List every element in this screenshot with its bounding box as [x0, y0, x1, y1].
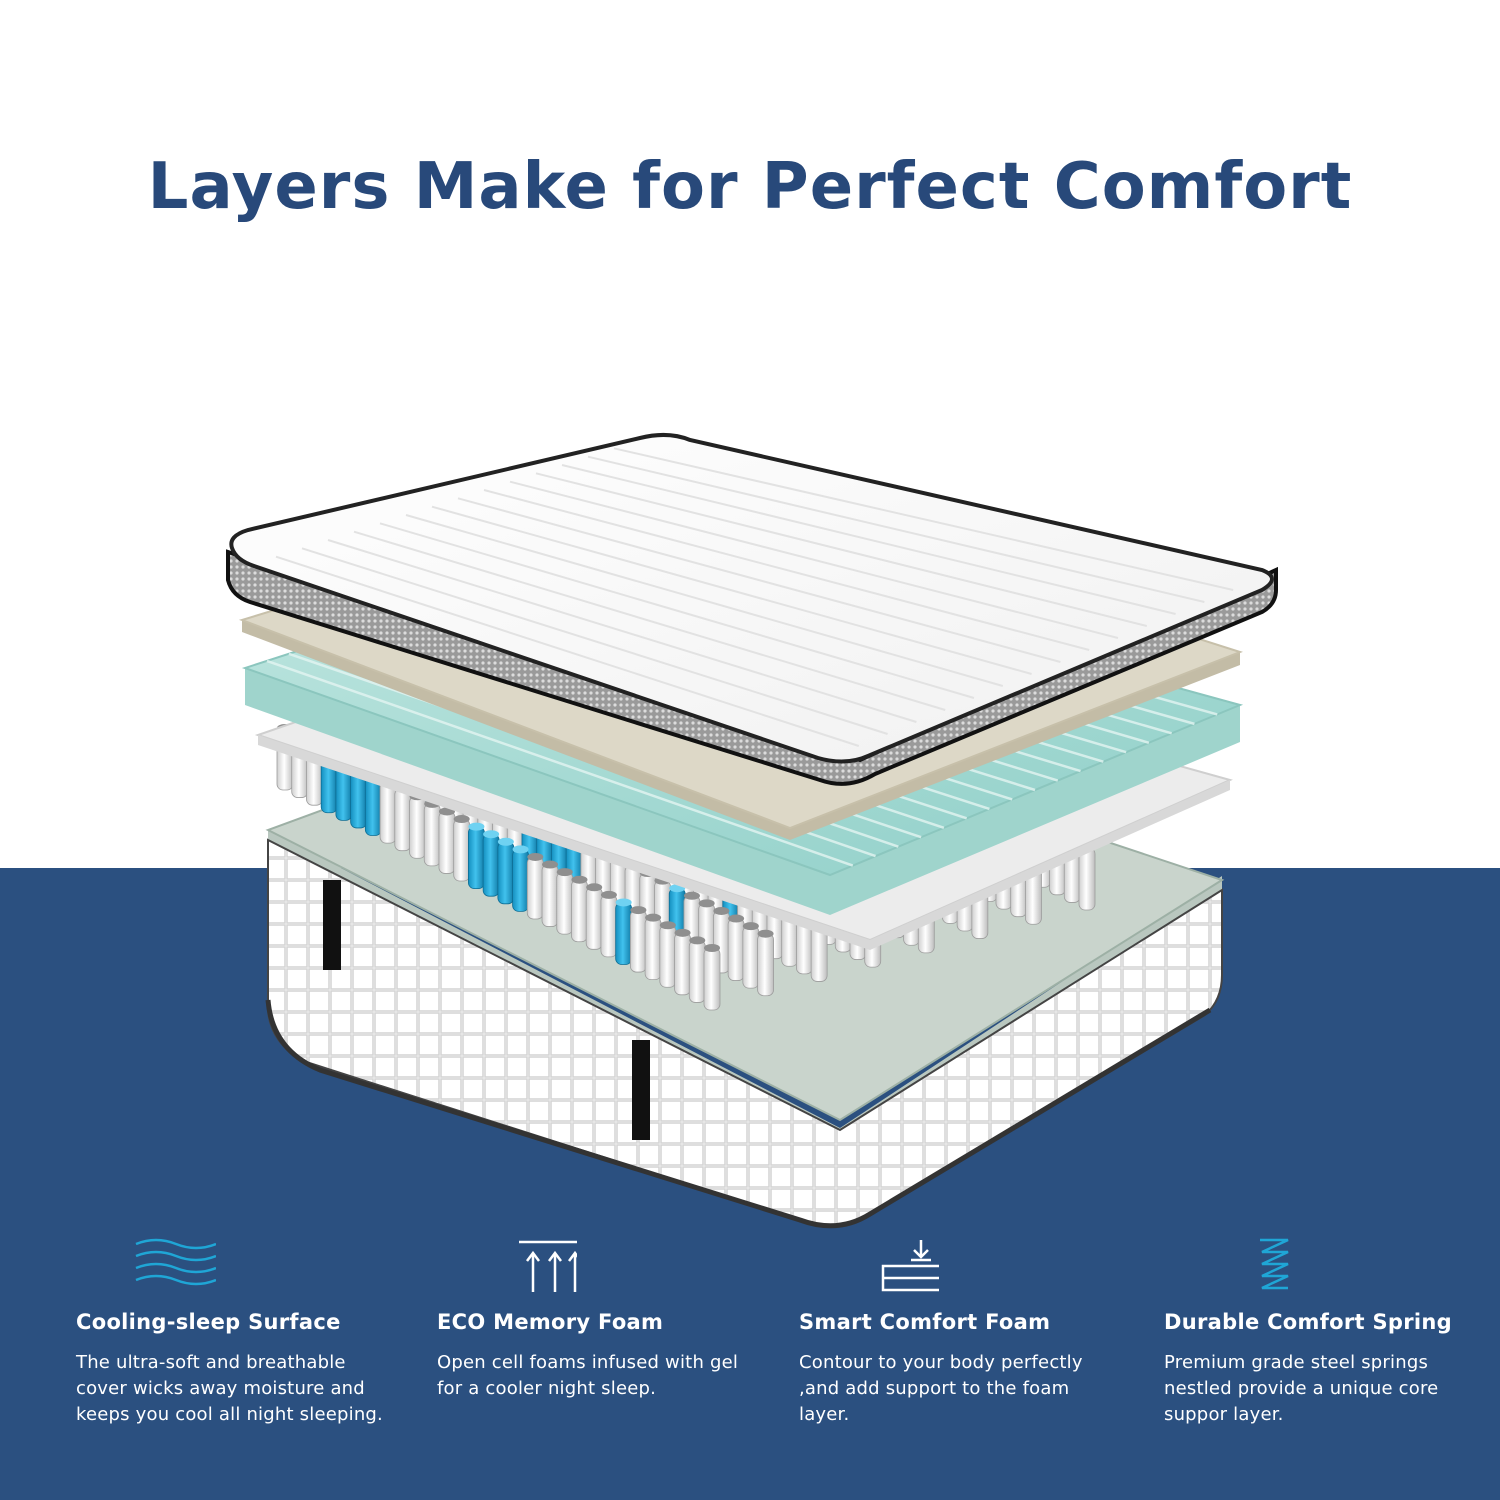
- page-title: Layers Make for Perfect Comfort: [147, 150, 1353, 224]
- cooling-top-layer: [226, 433, 1278, 786]
- feature-description: The ultra-soft and breathable cover wick…: [76, 1352, 383, 1425]
- feature-smart-comfort-foam: Smart Comfort Foam Contour to your body …: [799, 1236, 1119, 1428]
- feature-eco-memory-foam: ECO Memory Foam Open cell foams infused …: [437, 1236, 757, 1402]
- feature-title: Smart Comfort Foam: [799, 1310, 1051, 1334]
- waves-icon: [135, 1238, 216, 1286]
- handle-strap-left: [323, 880, 341, 970]
- feature-description: Contour to your body perfectly ,and add …: [799, 1352, 1083, 1425]
- handle-strap-front: [632, 1040, 650, 1140]
- spring-coil-icon: [1260, 1238, 1289, 1290]
- feature-title: Durable Comfort Spring: [1164, 1310, 1452, 1334]
- feature-cooling-sleep-surface: Cooling-sleep Surface The ultra-soft and…: [76, 1236, 396, 1428]
- up-arrows-icon: [519, 1240, 577, 1292]
- feature-durable-comfort-spring: Durable Comfort Spring Premium grade ste…: [1164, 1236, 1484, 1428]
- feature-title: ECO Memory Foam: [437, 1310, 664, 1334]
- feature-description: Open cell foams infused with gel for a c…: [437, 1352, 739, 1399]
- feature-description: Premium grade steel springs nestled prov…: [1164, 1352, 1439, 1425]
- press-foam-icon: [881, 1240, 939, 1292]
- feature-title: Cooling-sleep Surface: [76, 1310, 341, 1334]
